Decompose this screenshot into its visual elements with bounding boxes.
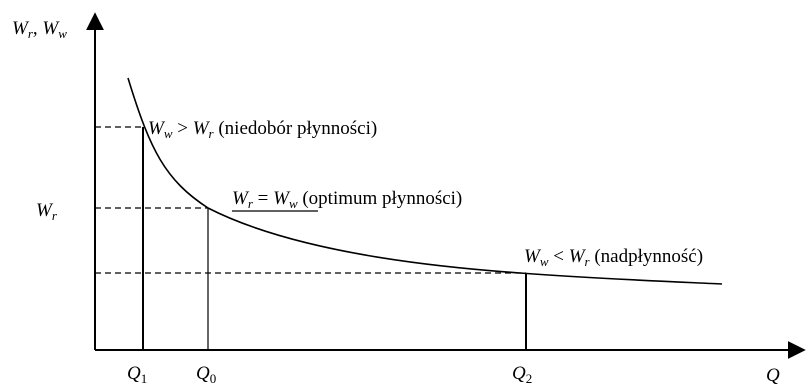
annotation-shortage: Ww > Wr (niedobór płynności): [148, 118, 377, 141]
y-level-label: Wr: [36, 200, 58, 223]
liquidity-curve: [127, 77, 723, 285]
tick-q1: Q1: [127, 363, 147, 386]
tick-q0: Q0: [196, 363, 216, 386]
y-axis-label: Wr, Ww: [12, 18, 67, 41]
annotation-optimum: Wr = Ww (optimum płynności): [232, 188, 462, 211]
x-axis-label: Q: [766, 365, 780, 386]
annotation-excess: Ww < Wr (nadpłynność): [524, 246, 703, 269]
tick-q2: Q2: [512, 363, 532, 386]
